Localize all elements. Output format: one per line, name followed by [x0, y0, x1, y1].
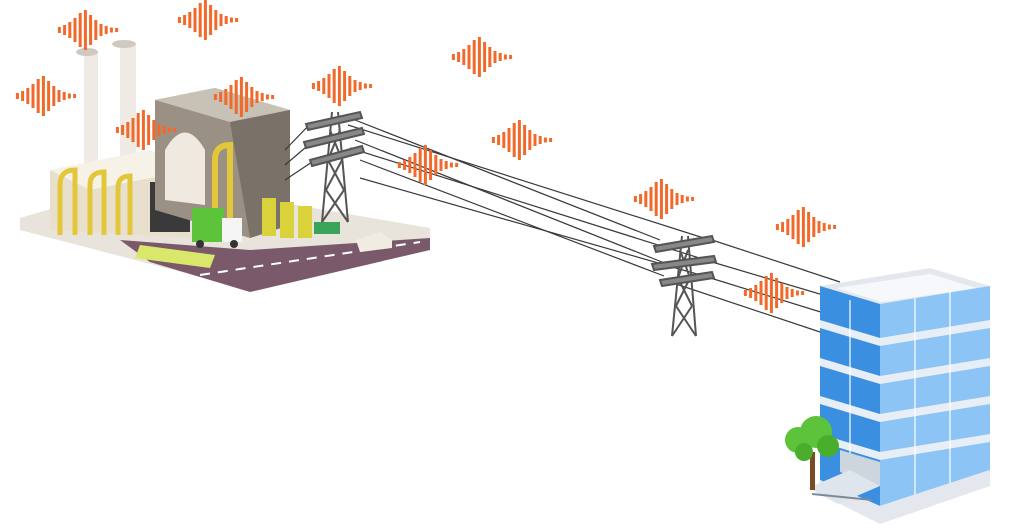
power-plant-icon: [20, 40, 430, 292]
sound-wave-icon: [177, 0, 239, 40]
sound-wave-icon: [491, 120, 553, 160]
sound-wave-icon: [633, 179, 695, 219]
sound-wave-icons: [15, 0, 837, 313]
sound-wave-icon: [451, 37, 513, 77]
sound-wave-icon: [743, 273, 805, 313]
sound-wave-icon: [311, 66, 373, 106]
sound-wave-icon: [775, 207, 837, 247]
sound-wave-icon: [15, 76, 77, 116]
transmission-tower-icon: [650, 234, 718, 337]
sound-wave-icon: [397, 145, 459, 185]
sound-wave-icon: [213, 77, 275, 117]
transmission-tower-icon: [302, 110, 366, 223]
sound-wave-icon: [115, 110, 177, 150]
sound-wave-icon: [57, 10, 119, 50]
office-building-icon: [785, 268, 990, 524]
